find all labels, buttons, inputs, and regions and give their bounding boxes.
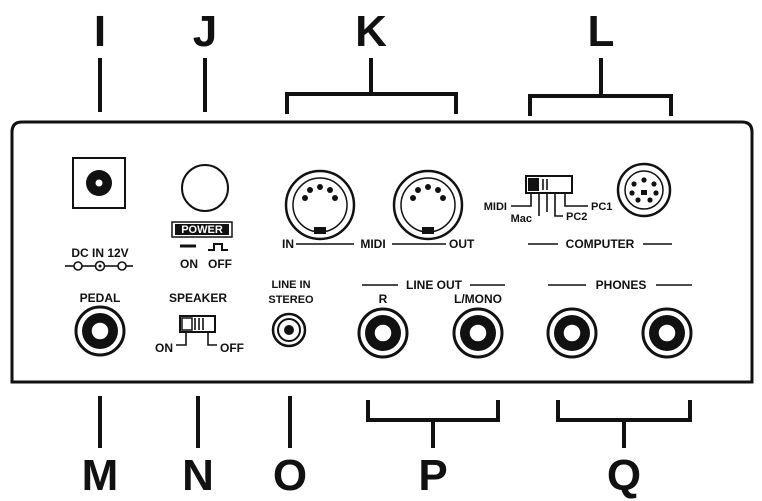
callout-k: K [355, 7, 387, 56]
callout-k-bracket [285, 92, 458, 114]
pedal-jack [74, 305, 126, 357]
power-button[interactable] [181, 164, 229, 212]
line-out-l-label: L/MONO [454, 292, 502, 306]
speaker-on-label: ON [155, 341, 173, 355]
midi-label: MIDI [360, 237, 385, 251]
pedal-label: PEDAL [80, 291, 121, 305]
callout-l: L [588, 7, 615, 56]
line-in-label: LINE IN [271, 279, 310, 291]
line-out-r-label: R [379, 292, 388, 306]
callout-o: O [273, 451, 307, 500]
phones-jack-1 [546, 307, 598, 359]
switch-pc1-label: PC1 [591, 201, 612, 213]
dc-in-jack [72, 157, 126, 209]
power-on-label: ON [180, 257, 198, 271]
speaker-label: SPEAKER [169, 291, 227, 305]
power-badge [171, 221, 233, 238]
line-in-jack [271, 312, 307, 348]
callout-j: J [193, 7, 217, 56]
line-out-label: LINE OUT [406, 278, 463, 292]
line-out-r-jack [357, 307, 409, 359]
callout-p: P [418, 451, 447, 500]
speaker-switch[interactable] [179, 315, 216, 333]
callout-i: I [94, 7, 106, 56]
midi-in-label: IN [282, 237, 294, 251]
power-off-label: OFF [208, 257, 232, 271]
speaker-off-label: OFF [220, 341, 244, 355]
midi-out-port [392, 169, 464, 241]
callout-m: M [82, 451, 119, 500]
line-out-l-jack [452, 307, 504, 359]
line-in-stereo-label: STEREO [268, 294, 314, 306]
callout-p-bracket [366, 400, 500, 422]
power-on-off-icon [180, 243, 228, 251]
switch-pc2-label: PC2 [566, 211, 587, 223]
speaker-on-tick [176, 332, 187, 346]
phones-label: PHONES [596, 278, 647, 292]
dc-in-label: DC IN 12V [71, 246, 128, 260]
polarity-icon [65, 260, 133, 272]
computer-select-switch[interactable] [525, 175, 573, 194]
callout-q: Q [607, 451, 641, 500]
power-label: POWER [181, 224, 223, 236]
midi-out-label: OUT [449, 237, 475, 251]
computer-port [616, 162, 672, 218]
midi-in-port [284, 169, 356, 241]
callout-q-bracket [556, 400, 692, 422]
switch-midi-label: MIDI [484, 201, 507, 213]
speaker-off-tick [207, 332, 217, 346]
phones-jack-2 [641, 307, 693, 359]
callout-n: N [182, 451, 214, 500]
computer-label: COMPUTER [566, 237, 635, 251]
callout-l-bracket [528, 94, 673, 116]
switch-position-ticks [511, 193, 588, 217]
switch-mac-label: Mac [511, 213, 532, 225]
